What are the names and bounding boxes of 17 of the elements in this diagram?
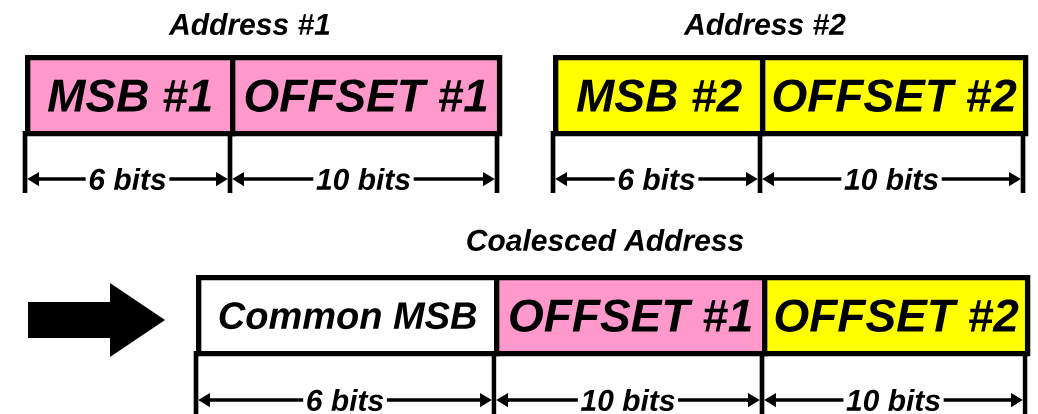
dimension-label: 10 bits [843, 386, 944, 414]
dimension-label: 10 bits [841, 165, 942, 193]
dimension-label: 6 bits [85, 165, 170, 193]
register-field: OFFSET #2 [760, 55, 1029, 137]
dimension-label: 10 bits [577, 386, 679, 414]
dimension-label: 6 bits [303, 386, 387, 414]
heading: Coalesced Address [467, 228, 744, 252]
register-field: MSB #1 [25, 55, 236, 137]
dimension-label: 6 bits [614, 165, 699, 193]
heading: Address #2 [683, 12, 846, 36]
register-field: OFFSET #2 [762, 275, 1031, 357]
dimension-label: 10 bits [313, 165, 414, 193]
register-field: Common MSB [196, 275, 500, 357]
register-field: OFFSET #1 [494, 275, 768, 357]
heading: Address #1 [168, 12, 330, 36]
register-field: OFFSET #1 [230, 55, 503, 137]
register-field: MSB #2 [553, 55, 766, 137]
